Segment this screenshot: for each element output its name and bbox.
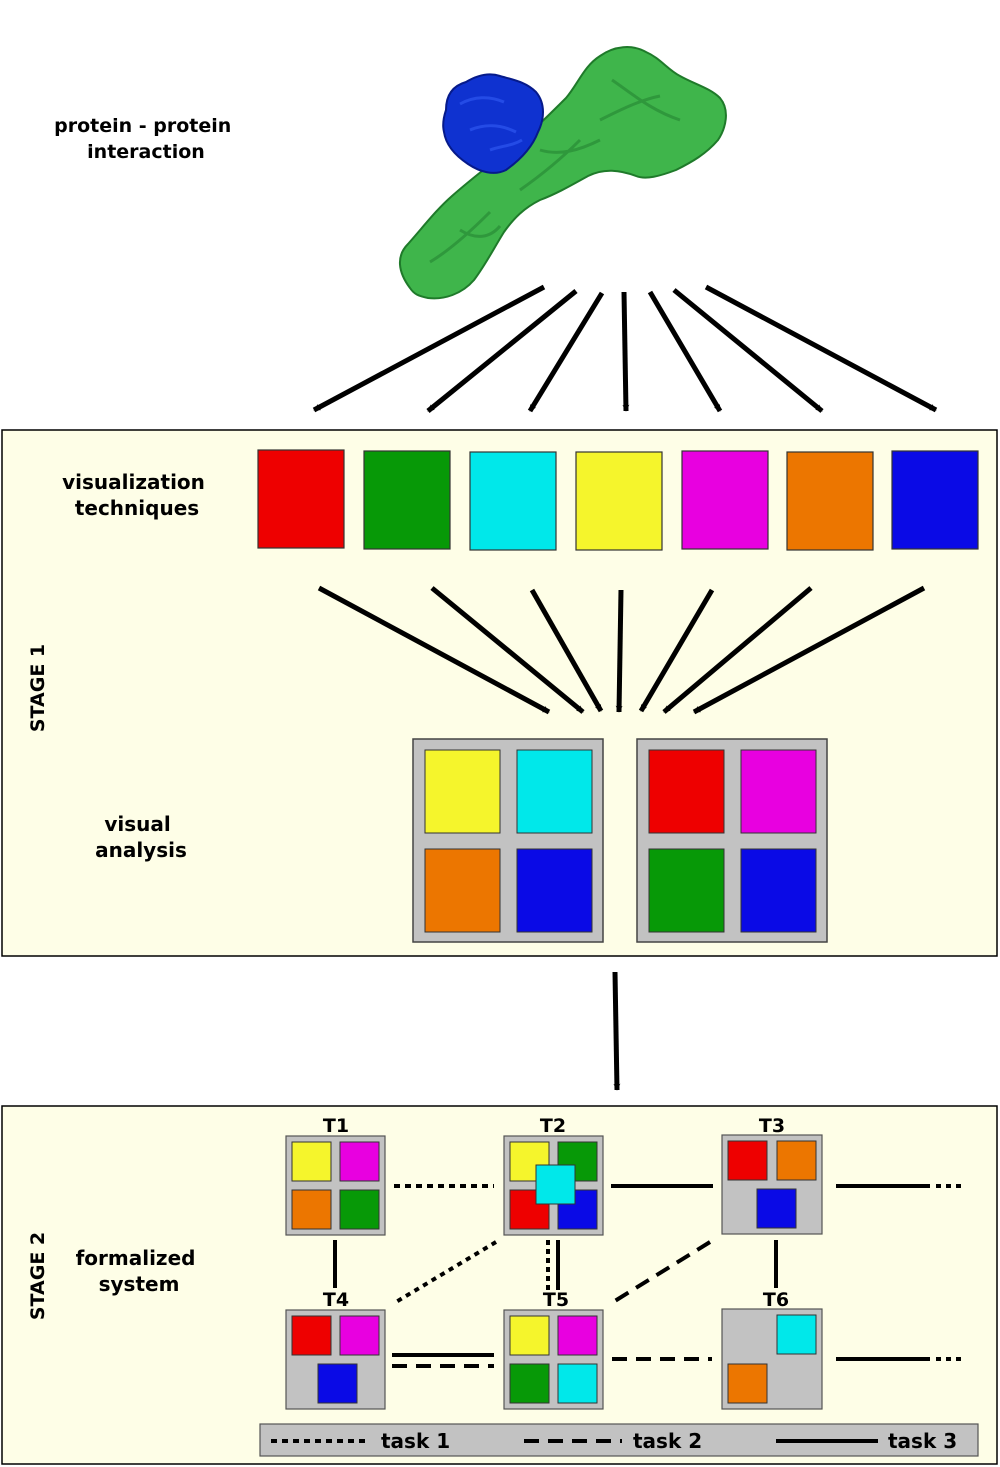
analysis-cell-yellow	[424, 749, 501, 834]
blue-protein-texture	[459, 96, 523, 152]
node-label-t6: T6	[763, 1289, 789, 1311]
analysis-cell-green	[648, 848, 725, 933]
analysis-panel-right	[636, 738, 828, 943]
node-cell-orange	[776, 1140, 817, 1181]
node-connections	[333, 1184, 962, 1368]
fan-in-arrow	[317, 585, 551, 715]
node-t4: T4	[285, 1289, 386, 1410]
node-cell-red	[291, 1315, 332, 1356]
node-t3: T3	[721, 1115, 823, 1235]
fan-in-arrow	[529, 588, 604, 713]
node-cell-blue	[317, 1363, 358, 1404]
protein-interaction-label-line1: protein - protein	[54, 115, 231, 137]
node-t1: T1	[285, 1115, 386, 1236]
node-label-t1: T1	[323, 1115, 349, 1137]
stage-transition-arrow	[612, 971, 621, 1091]
fan-out-arrow	[312, 284, 546, 413]
stage2-label: STAGE 2	[27, 1232, 49, 1320]
fan-in-arrow	[615, 589, 624, 713]
fan-in-arrow	[692, 585, 926, 715]
node-t2: T2	[503, 1115, 604, 1236]
visualization-techniques-label: visualization techniques	[62, 470, 212, 520]
technique-square-red	[257, 449, 345, 549]
analysis-cell-red	[648, 749, 725, 834]
node-label-t4: T4	[323, 1289, 349, 1311]
node-cell-blue	[756, 1188, 797, 1229]
visualization-techniques-line2: techniques	[75, 496, 199, 520]
technique-square-yellow	[575, 451, 663, 551]
protein-interaction-label-line2: interaction	[87, 141, 205, 163]
node-cell-cyan	[557, 1363, 598, 1404]
green-protein-surface	[399, 46, 727, 300]
node-cell-magenta	[557, 1315, 598, 1356]
analysis-cell-cyan	[516, 749, 593, 834]
legend-label-task1: task 1	[381, 1429, 450, 1453]
fan-in-arrows	[317, 585, 926, 715]
analysis-cell-magenta	[740, 749, 817, 834]
legend: task 1 task 2 task 3	[259, 1423, 979, 1457]
node-cell-yellow	[509, 1315, 550, 1356]
node-cell-red	[727, 1140, 768, 1181]
stage2-panel	[1, 1105, 998, 1465]
node-cell-magenta	[339, 1141, 380, 1182]
fan-out-arrow	[704, 284, 938, 413]
node-t6: T6	[721, 1289, 823, 1410]
fan-out-arrow	[426, 289, 578, 413]
formalized-system-line2: system	[99, 1272, 180, 1296]
technique-squares	[257, 449, 979, 551]
analysis-cell-blue	[516, 848, 593, 933]
fan-in-arrow	[662, 586, 813, 714]
visual-analysis-line1: visual	[104, 812, 170, 836]
protein-interaction-label: protein - protein interaction	[54, 115, 238, 163]
fan-out-arrow	[672, 288, 824, 413]
legend-label-task2: task 2	[633, 1429, 702, 1453]
node-cell-orange	[727, 1363, 768, 1404]
node-cell-yellow	[291, 1141, 332, 1182]
fan-in-arrow	[638, 588, 715, 713]
node-label-t5: T5	[543, 1289, 569, 1311]
node-cell-orange	[291, 1189, 332, 1230]
protein-complex-image	[399, 46, 727, 300]
node-cell-green	[339, 1189, 380, 1230]
technique-square-cyan	[469, 451, 557, 551]
legend-label-task3: task 3	[888, 1429, 957, 1453]
node-cell-green	[509, 1363, 550, 1404]
node-cell-cyan	[776, 1314, 817, 1355]
node-label-t3: T3	[759, 1115, 785, 1137]
technique-square-magenta	[681, 450, 769, 550]
analysis-cell-orange	[424, 848, 501, 933]
node-label-t2: T2	[540, 1115, 566, 1137]
node-cell-magenta	[339, 1315, 380, 1356]
node-t5: T5	[503, 1289, 604, 1410]
formalized-system-line1: formalized	[76, 1246, 196, 1270]
analysis-cell-blue	[740, 848, 817, 933]
visualization-techniques-line1: visualization	[62, 470, 205, 494]
visual-analysis-label: visual analysis	[95, 812, 187, 862]
formalized-system-label: formalized system	[76, 1246, 203, 1296]
fan-in-arrow	[430, 586, 585, 714]
fan-out-arrow	[527, 291, 605, 413]
analysis-panel-left	[412, 738, 604, 943]
technique-square-green	[363, 450, 451, 550]
fan-out-arrow	[647, 290, 723, 413]
technique-square-orange	[786, 451, 874, 551]
fan-out-arrow	[621, 291, 630, 412]
technique-square-blue	[891, 450, 979, 550]
node-cell-cyan-overlay	[535, 1164, 576, 1205]
stage1-label: STAGE 1	[27, 644, 49, 732]
green-protein-texture	[429, 78, 681, 264]
fan-out-arrows	[312, 284, 938, 413]
connection-t3-t5-task2	[608, 1240, 712, 1306]
visual-analysis-line2: analysis	[95, 838, 187, 862]
